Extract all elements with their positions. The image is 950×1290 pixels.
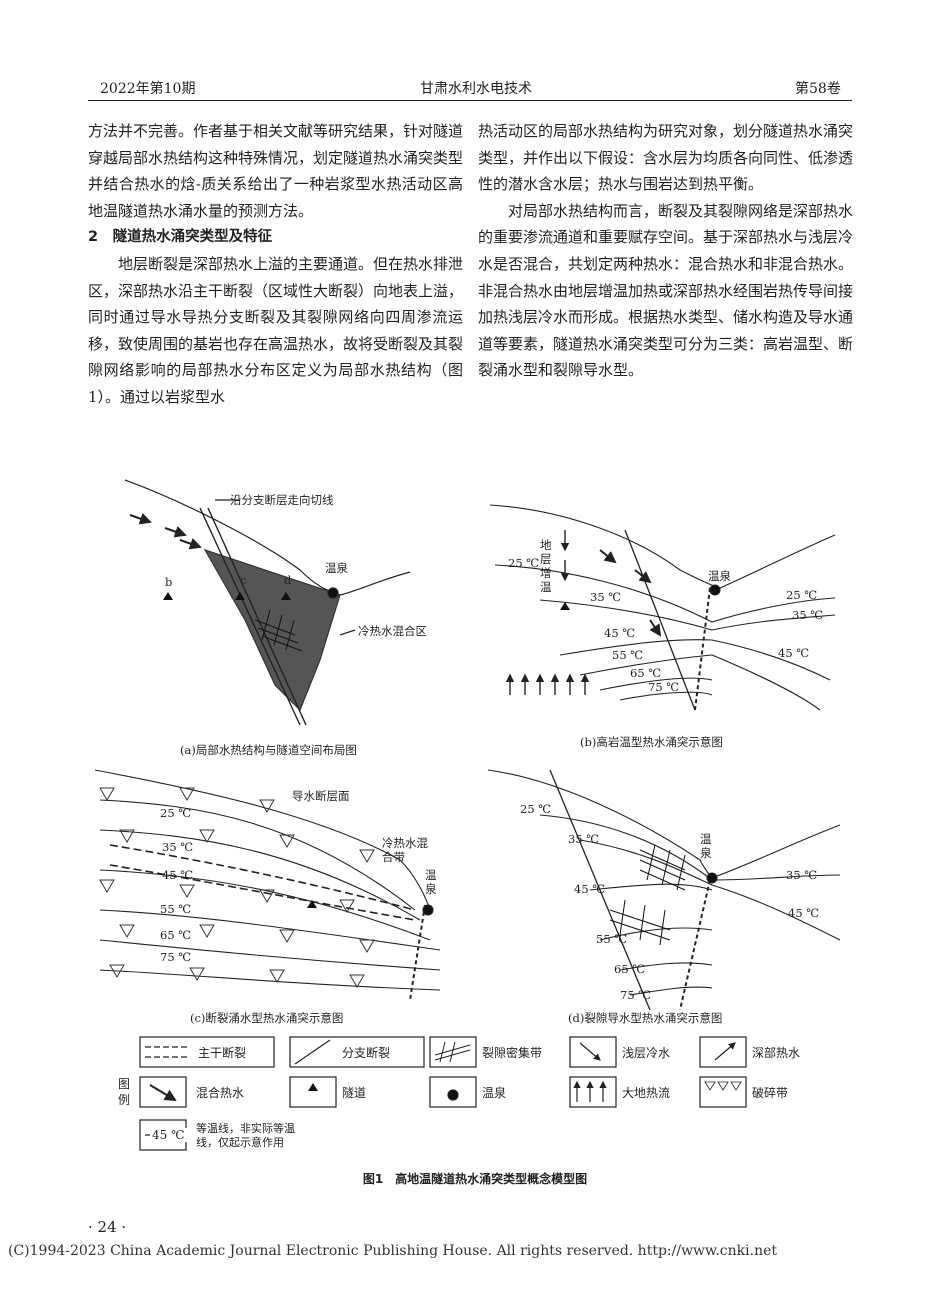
panel-c-iso-25: 25 ℃ [160,806,192,820]
panel-b-iso-right-45: 45 ℃ [778,646,810,660]
panel-b-iso-right-35: 35 ℃ [792,608,824,622]
header-journal-title: 甘肃水利水电技术 [420,81,532,97]
panel-c-iso-75: 75 ℃ [160,950,192,964]
header-journal-issue: 2022年第10期 [100,81,196,97]
copyright-line: (C)1994-2023 China Academic Journal Elec… [8,1243,778,1259]
legend-broken-zone: 破碎带 [752,1086,789,1100]
panel-a-tunnel-c: c [240,573,247,587]
panel-c-iso-55: 55 ℃ [160,902,192,916]
figure-1: 沿分支断层走向切线 冷热水混合区 温泉 b c d (a)局部水热结构与隧道空间… [0,470,950,1190]
panel-c-iso-45: 45 ℃ [162,868,194,882]
legend-fracture: 裂隙密集带 [482,1046,543,1060]
legend [139,1036,747,1151]
panel-b-iso-45: 45 ℃ [604,626,636,640]
figure-title: 图1 高地温隧道热水涌突类型概念模型图 [362,1172,588,1186]
panel-d-caption: (d)裂隙导水型热水涌突示意图 [568,1011,723,1025]
left-paragraph-2: 地层断裂是深部热水上溢的主要通道。但在热水排泄区，深部热水沿主干断裂（区域性大断… [88,254,464,406]
legend-spring: 温泉 [482,1086,507,1100]
panel-c-iso-65: 65 ℃ [160,928,192,942]
panel-d-iso-65: 65 ℃ [614,962,646,976]
panel-b-iso-75: 75 ℃ [648,680,680,694]
figure-drawing [94,479,841,1151]
panel-d-iso-right-35: 35 ℃ [786,868,818,882]
panel-c-fault-label: 导水断层面 [292,789,350,803]
panel-a-cut-label: 沿分支断层走向切线 [230,493,334,507]
panel-d-iso-35: 35 ℃ [568,832,600,846]
legend-title: 图例 [118,1077,131,1107]
panel-b-iso-35: 35 ℃ [590,590,622,604]
panel-a-tunnel-b: b [165,575,173,589]
right-paragraph-2: 对局部水热结构而言，断裂及其裂隙网络是深部热水的重要渗流通道和重要赋存空间。基于… [478,201,854,380]
panel-c-caption: (c)断裂涌水型热水涌突示意图 [190,1011,344,1025]
panel-a-tunnel-d: d [284,573,292,587]
page-number: · 24 · [88,1218,127,1236]
left-paragraph-1: 方法并不完善。作者基于相关文献等研究结果，针对隧道穿越局部水热结构这种特殊情况，… [88,122,464,220]
legend-mixed-water: 混合热水 [196,1086,245,1100]
panel-c-iso-35: 35 ℃ [162,840,194,854]
legend-deep-water: 深部热水 [752,1046,801,1060]
panel-a-caption: (a)局部水热结构与隧道空间布局图 [180,743,357,757]
legend-branch-fault: 分支断裂 [342,1046,391,1060]
panel-b-iso-right-25: 25 ℃ [786,588,818,602]
panel-d-iso-25: 25 ℃ [520,802,552,816]
panel-a [124,479,411,726]
panel-c-spring-label: 温泉 [425,868,437,896]
right-column: 热活动区的局部水热结构为研究对象，划分隧道热水涌突类型，并作出以下假设：含水层为… [478,118,853,384]
panel-d [487,769,841,1011]
panel-d-iso-45: 45 ℃ [574,882,606,896]
legend-tunnel: 隧道 [342,1086,367,1100]
panel-b [489,504,836,711]
panel-d-iso-55: 55 ℃ [596,932,628,946]
panel-b-strata-label: 地层增温 [540,538,552,594]
header-rule [88,100,852,101]
right-paragraph-1: 热活动区的局部水热结构为研究对象，划分隧道热水涌突类型，并作出以下假设：含水层为… [478,122,854,194]
legend-main-fault: 主干断裂 [198,1046,247,1060]
left-column: 方法并不完善。作者基于相关文献等研究结果，针对隧道穿越局部水热结构这种特殊情况，… [88,118,463,411]
panel-b-iso-25: 25 ℃ [508,556,540,570]
legend-cold-water: 浅层冷水 [622,1046,671,1060]
panel-b-iso-65: 65 ℃ [630,666,662,680]
section-heading: 2 隧道热水涌突类型及特征 [88,229,273,246]
panel-b-iso-55: 55 ℃ [612,648,644,662]
legend-heat-flow: 大地热流 [622,1086,671,1100]
panel-b-caption: (b)高岩温型热水涌突示意图 [580,735,723,749]
panel-c [94,769,441,1001]
panel-a-spring-label: 温泉 [325,561,348,575]
panel-d-iso-right-45: 45 ℃ [788,906,820,920]
header-volume: 第58卷 [795,81,841,97]
panel-d-spring-label: 温泉 [700,832,712,860]
panel-a-mix-label: 冷热水混合区 [358,624,427,638]
legend-isotherm-note: 等温线，非实际等温线，仅起示意作用 [196,1122,295,1149]
panel-d-iso-75: 75 ℃ [620,988,652,1002]
legend-isotherm-sample: 45 ℃ [150,1128,187,1142]
panel-c-band-label: 冷热水混合带 [382,836,428,864]
panel-b-spring-label: 温泉 [708,569,731,583]
